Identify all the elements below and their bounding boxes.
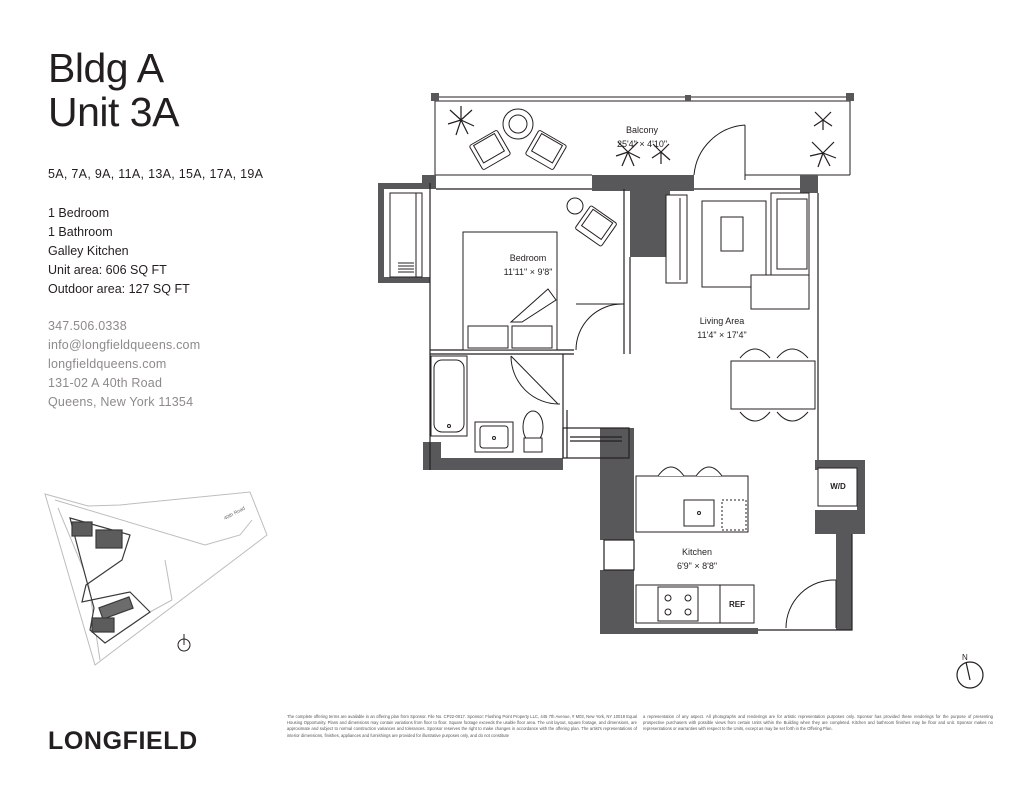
balcony-chair (469, 130, 511, 170)
pillow (467, 325, 509, 349)
unit-facts: 1 Bedroom 1 Bathroom Galley Kitchen Unit… (48, 204, 190, 299)
bedroom-label: Bedroom (510, 253, 547, 263)
cooktop (657, 586, 699, 622)
coffee-table (720, 216, 744, 252)
washer-dryer-label: W/D (830, 482, 846, 491)
balcony-chair (525, 130, 567, 170)
contact-phone[interactable]: 347.506.0338 (48, 319, 127, 333)
dining-table (730, 360, 816, 410)
building-name: Bldg A (48, 45, 164, 91)
bathroom-fixtures (430, 355, 544, 453)
bedroom-dimensions: 11'11" × 9'8" (504, 267, 553, 277)
pillow (511, 325, 553, 349)
contact-address-line2: Queens, New York 11354 (48, 395, 194, 409)
contact-address-line1: 131-02 A 40th Road (48, 376, 163, 390)
fact-kitchen: Galley Kitchen (48, 244, 129, 258)
fact-outdoor-area: Outdoor area: 127 SQ FT (48, 282, 190, 296)
balcony-label: Balcony (626, 125, 659, 135)
dishwasher (721, 499, 747, 531)
plant-icon (809, 141, 837, 168)
kitchen-dimensions: 6'9" × 8'8" (677, 561, 717, 571)
balcony-dimensions: 25'4" × 4'10" (617, 139, 667, 149)
disclaimer-right: a representation of any aspect. All phot… (643, 714, 993, 732)
room-labels: Balcony 25'4" × 4'10" Bedroom 11'11" × 9… (504, 125, 846, 609)
plant-icon (447, 106, 475, 136)
balcony-plants (447, 106, 837, 168)
balcony-furniture (469, 108, 567, 170)
kitchen-fixtures (635, 466, 858, 624)
similar-units: 5A, 7A, 9A, 11A, 13A, 15A, 17A, 19A (48, 167, 264, 181)
refrigerator-label: REF (729, 600, 745, 609)
north-label: N (962, 653, 968, 662)
stool (657, 466, 685, 477)
key-plan: 40th Road (44, 491, 268, 666)
contact-info: 347.506.0338 info@longfieldqueens.com lo… (48, 317, 200, 412)
bathtub-basin (433, 359, 465, 433)
site-path (54, 499, 253, 546)
bedroom-closet (389, 192, 423, 278)
structural-walls (378, 175, 865, 634)
stool (695, 466, 723, 477)
floor-plan: Balcony 25'4" × 4'10" Bedroom 11'11" × 9… (378, 93, 865, 634)
site-outline (44, 491, 268, 666)
bedroom-furniture (462, 197, 617, 351)
living-furniture (665, 192, 816, 422)
contact-email[interactable]: info@longfieldqueens.com (48, 338, 201, 352)
site-path-east (149, 559, 173, 613)
living-area-label: Living Area (700, 316, 745, 326)
plant-icon (615, 141, 641, 167)
dining-chair (739, 411, 771, 422)
armchair (575, 205, 617, 247)
keyplan-street-label: 40th Road (223, 506, 246, 522)
dining-chair (776, 348, 809, 359)
ottoman (750, 274, 810, 310)
unit-name: Unit 3A (48, 89, 179, 135)
side-table (566, 197, 584, 215)
north-arrow-icon: N (956, 653, 984, 689)
living-area-dimensions: 11'4" × 17'4" (697, 330, 746, 340)
interior-walls (429, 183, 853, 631)
media-console (665, 194, 688, 284)
kitchen-label: Kitchen (682, 547, 712, 557)
washer-dryer-closet (817, 467, 858, 507)
plant-icon (651, 143, 671, 164)
doors (510, 303, 837, 629)
dining-chair (739, 348, 771, 359)
plant-icon (813, 111, 833, 130)
fact-bathrooms: 1 Bathroom (48, 225, 113, 239)
contact-website[interactable]: longfieldqueens.com (48, 357, 167, 371)
dining-chair (776, 411, 809, 422)
building-footprint (69, 517, 151, 644)
disclaimer-left: The complete offering terms are availabl… (287, 714, 637, 738)
balcony (431, 93, 854, 180)
fact-bedrooms: 1 Bedroom (48, 206, 110, 220)
keyplan-compass-icon (177, 634, 191, 652)
bed-blanket (509, 288, 557, 323)
fact-unit-area: Unit area: 606 SQ FT (48, 263, 167, 277)
longfield-logo: LONGFIELD (48, 727, 198, 755)
unit-title: Bldg A Unit 3A (48, 46, 179, 134)
